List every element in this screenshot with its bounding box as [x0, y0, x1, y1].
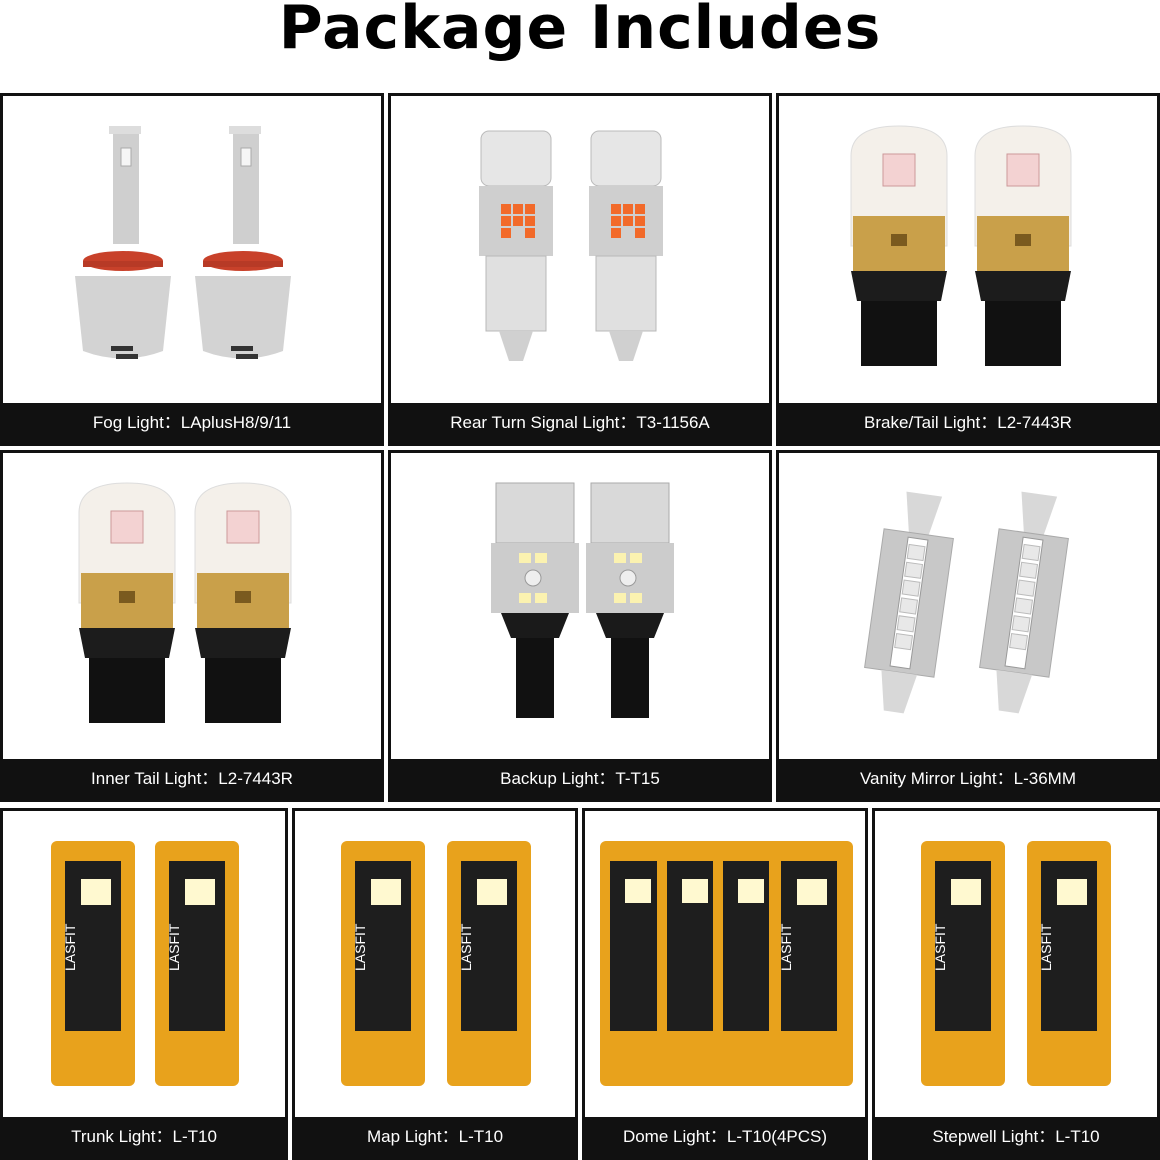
page-title: Package Includes	[278, 0, 882, 63]
backup-light-bulbs-image	[391, 453, 769, 759]
pcb-brand-text: LASFIT	[352, 923, 368, 971]
turn-signal-bulbs-image	[391, 96, 769, 403]
panel-caption: Map Light：L-T10	[295, 1117, 575, 1157]
panel-caption: Vanity Mirror Light：L-36MM	[779, 759, 1157, 799]
panel-vanity-mirror: Vanity Mirror Light：L-36MM	[776, 450, 1160, 802]
fog-light-bulbs-image	[3, 96, 381, 403]
pcb-brand-text: LASFIT	[778, 923, 794, 971]
panel-dome-light: LASFIT Dome Light：L-T10(4PCS)	[582, 808, 868, 1160]
pcb-brand-text: LASFIT	[932, 923, 948, 971]
panel-backup-light: Backup Light：T-T15	[388, 450, 772, 802]
pcb-brand-text: LASFIT	[1038, 923, 1054, 971]
panel-caption: Stepwell Light：L-T10	[875, 1117, 1157, 1157]
panel-caption: Rear Turn Signal Light：T3-1156A	[391, 403, 769, 443]
panel-caption: Backup Light：T-T15	[391, 759, 769, 799]
panel-brake-tail: Brake/Tail Light：L2-7443R	[776, 93, 1160, 446]
dome-light-bulbs-image: LASFIT	[585, 811, 865, 1117]
panel-rear-turn-signal: Rear Turn Signal Light：T3-1156A	[388, 93, 772, 446]
trunk-light-bulbs-image: LASFIT LASFIT	[3, 811, 285, 1117]
brake-tail-bulbs-image	[779, 96, 1157, 403]
inner-tail-bulbs-image	[3, 453, 381, 759]
pcb-brand-text: LASFIT	[62, 923, 78, 971]
panel-caption: Inner Tail Light：L2-7443R	[3, 759, 381, 799]
panel-caption: Brake/Tail Light：L2-7443R	[779, 403, 1157, 443]
panel-caption: Dome Light：L-T10(4PCS)	[585, 1117, 865, 1157]
vanity-mirror-bulbs-image	[779, 453, 1157, 759]
panel-caption: Fog Light：LAplusH8/9/11	[3, 403, 381, 443]
panel-stepwell-light: LASFIT LASFIT Stepwell Light：L-T10	[872, 808, 1160, 1160]
pcb-brand-text: LASFIT	[166, 923, 182, 971]
stepwell-light-bulbs-image: LASFIT LASFIT	[875, 811, 1157, 1117]
panel-caption: Trunk Light：L-T10	[3, 1117, 285, 1157]
map-light-bulbs-image: LASFIT LASFIT	[295, 811, 575, 1117]
panel-trunk-light: LASFIT LASFIT Trunk Light：L-T10	[0, 808, 288, 1160]
pcb-brand-text: LASFIT	[458, 923, 474, 971]
panel-map-light: LASFIT LASFIT Map Light：L-T10	[292, 808, 578, 1160]
panel-inner-tail: Inner Tail Light：L2-7443R	[0, 450, 384, 802]
panel-fog-light: Fog Light：LAplusH8/9/11	[0, 93, 384, 446]
